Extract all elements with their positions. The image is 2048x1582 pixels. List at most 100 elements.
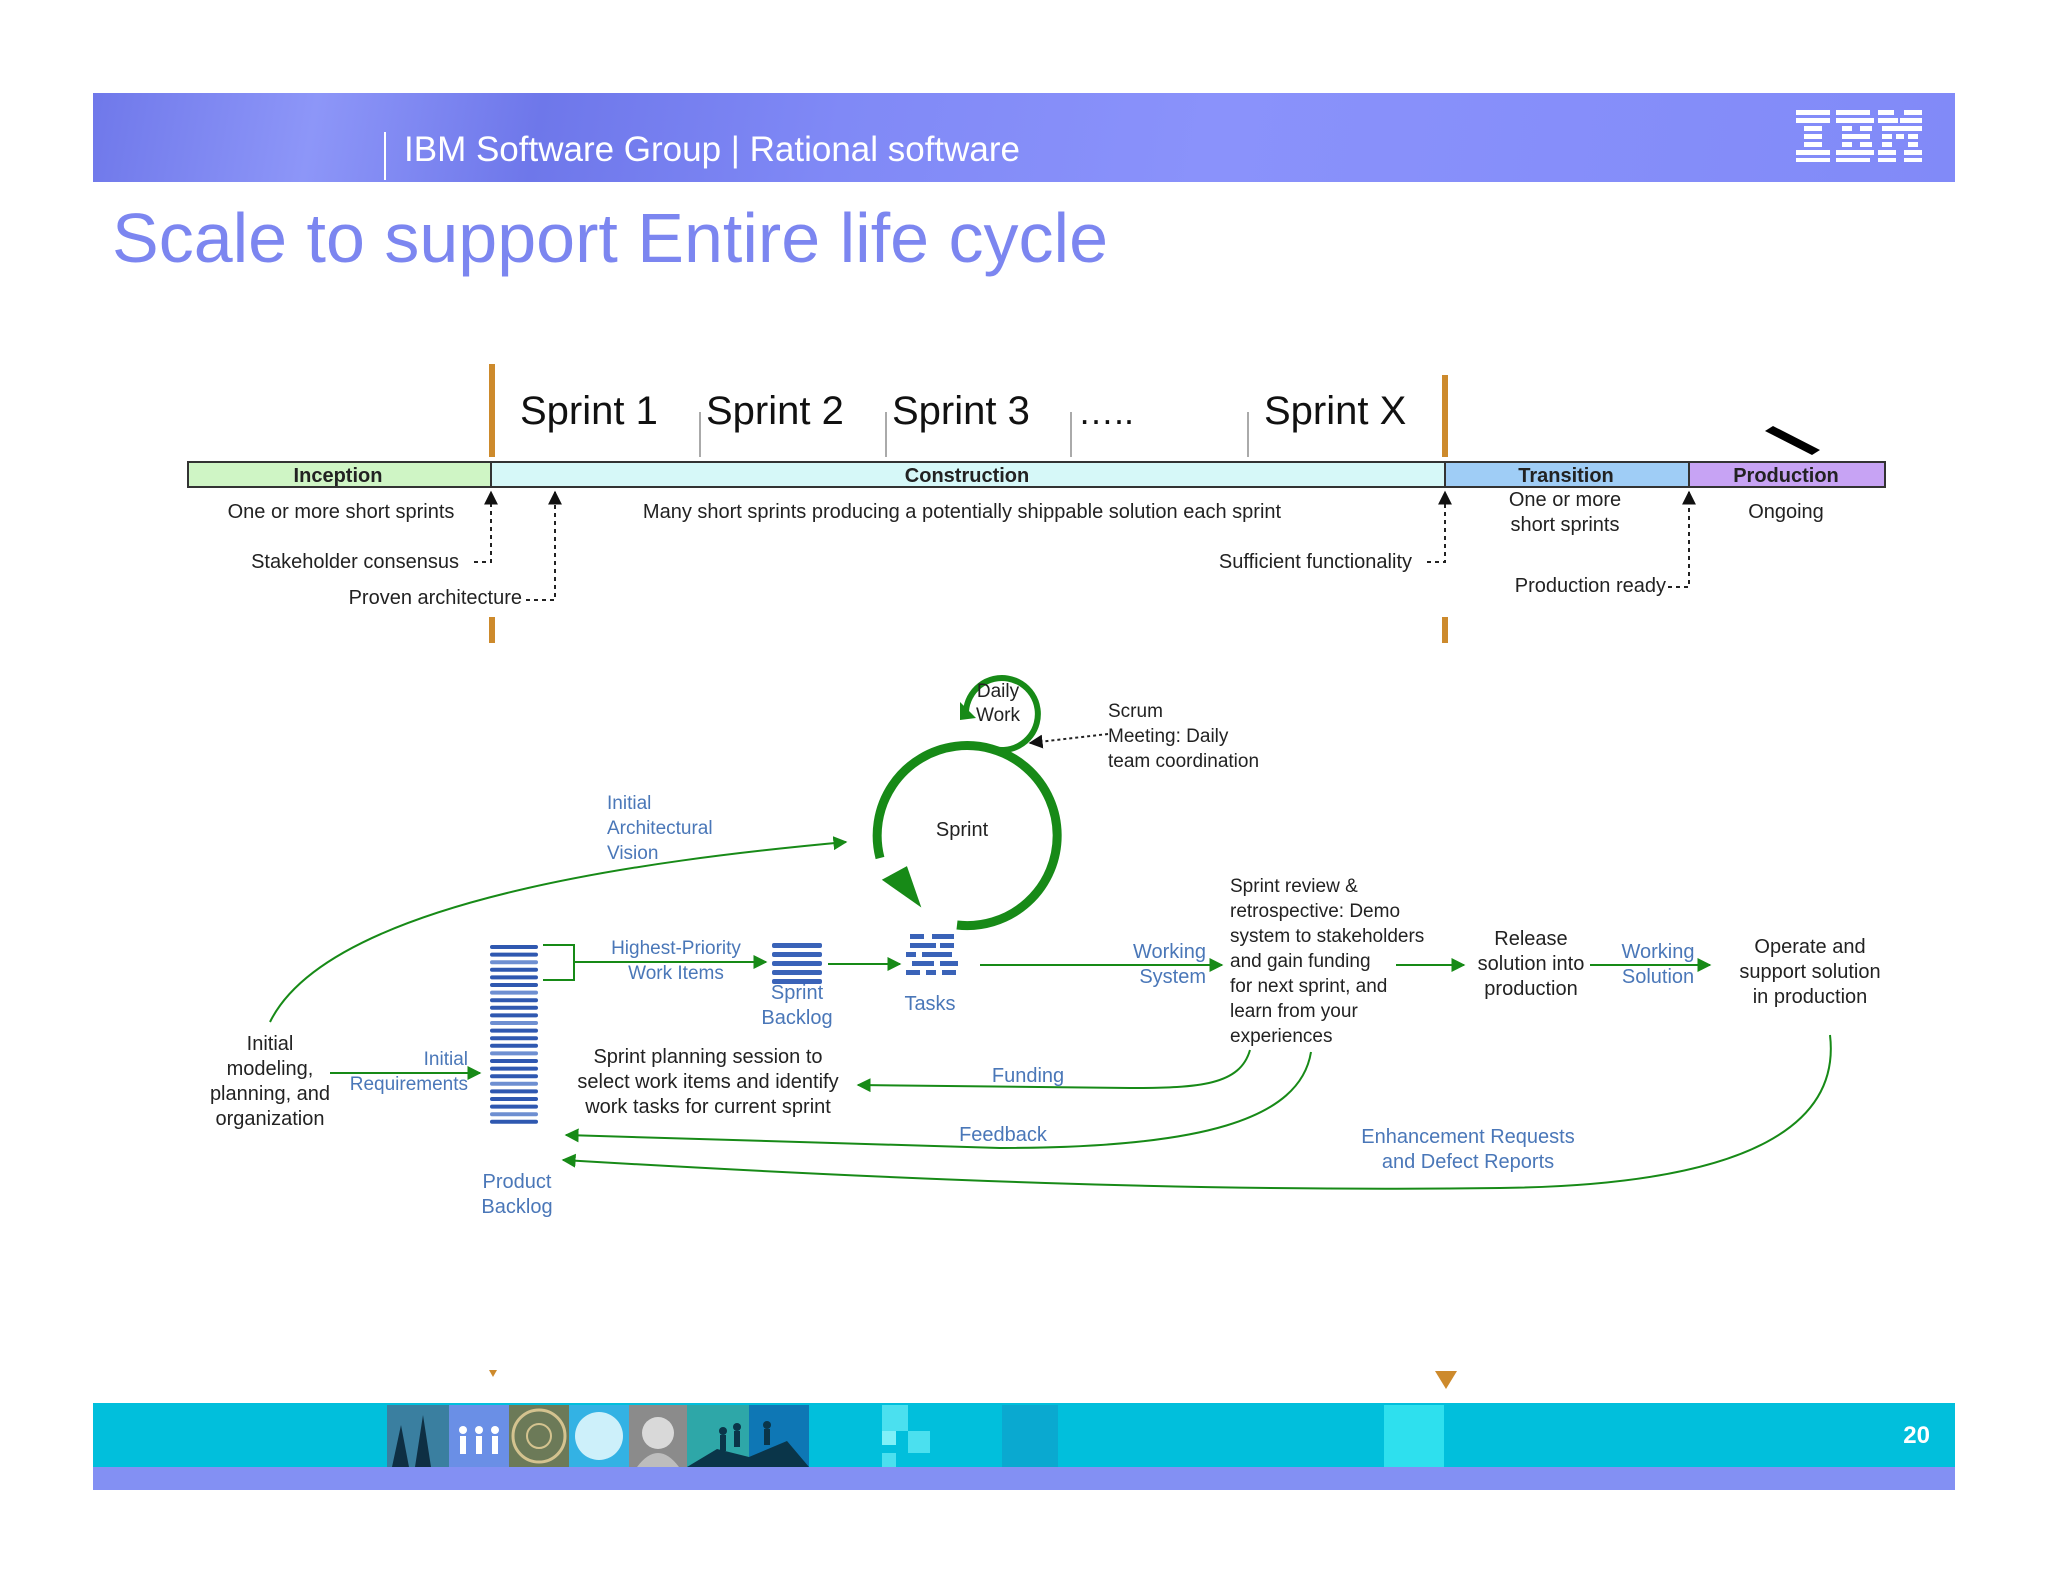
proven-architecture: Proven architecture bbox=[349, 587, 522, 609]
tasks-icon bbox=[906, 934, 958, 975]
sprint-3-label: Sprint 3 bbox=[892, 389, 1030, 433]
sprint-backlog-label-2: Backlog bbox=[761, 1007, 832, 1029]
operate-label-2: support solution bbox=[1739, 961, 1880, 983]
backlog-item bbox=[490, 1112, 538, 1117]
backlog-item bbox=[490, 960, 538, 965]
daily-work-label-2: Work bbox=[976, 705, 1020, 726]
working-solution-label-2: Solution bbox=[1622, 966, 1694, 988]
production-label: Production bbox=[1733, 465, 1839, 487]
header-divider bbox=[384, 132, 386, 180]
milestone-marker bbox=[489, 617, 495, 643]
construction-description: Many short sprints producing a potential… bbox=[643, 501, 1282, 523]
sprint-backlog-label-1: Sprint bbox=[771, 982, 824, 1004]
enhancement-label-2: and Defect Reports bbox=[1382, 1151, 1554, 1173]
product-backlog-icon bbox=[490, 945, 538, 1124]
release-label-2: solution into bbox=[1478, 953, 1585, 975]
feedback-label: Feedback bbox=[959, 1124, 1048, 1146]
backlog-item bbox=[490, 1043, 538, 1048]
funding-label: Funding bbox=[992, 1065, 1064, 1087]
production-description: Ongoing bbox=[1748, 501, 1824, 523]
initial-requirements-label-2: Requirements bbox=[350, 1074, 468, 1095]
daily-work-cycle bbox=[963, 675, 1041, 753]
inception-label: Inception bbox=[294, 465, 383, 487]
backlog-item bbox=[490, 945, 538, 949]
review-label-2: retrospective: Demo bbox=[1230, 901, 1400, 922]
sprint-ellipsis: ….. bbox=[1078, 391, 1134, 432]
inception-description: One or more short sprints bbox=[228, 501, 455, 523]
working-system-label-1: Working bbox=[1133, 941, 1206, 963]
construction-label: Construction bbox=[905, 465, 1029, 487]
release-label-3: production bbox=[1484, 978, 1577, 1000]
page-title: Scale to support Entire life cycle bbox=[112, 199, 1109, 277]
footer-strip bbox=[93, 1467, 1955, 1490]
working-system-label-2: System bbox=[1139, 966, 1206, 988]
transition-label: Transition bbox=[1518, 465, 1614, 487]
timeline-marker bbox=[489, 1370, 497, 1377]
scrum-label-3: team coordination bbox=[1108, 751, 1259, 772]
sprint-x-label: Sprint X bbox=[1264, 389, 1406, 433]
backlog-item bbox=[490, 975, 538, 980]
initial-modeling-label-1: Initial bbox=[247, 1033, 294, 1055]
backlog-item bbox=[490, 998, 538, 1003]
backlog-item bbox=[490, 983, 538, 987]
phase-production bbox=[1688, 461, 1886, 488]
planning-label-1: Sprint planning session to bbox=[593, 1046, 822, 1068]
sprint-2-label: Sprint 2 bbox=[706, 389, 844, 433]
sprint-1-label: Sprint 1 bbox=[520, 389, 658, 433]
operate-label-3: in production bbox=[1753, 986, 1868, 1008]
backlog-item bbox=[490, 967, 538, 972]
release-label-1: Release bbox=[1494, 928, 1567, 950]
backlog-item bbox=[490, 952, 538, 957]
backlog-item bbox=[490, 1119, 538, 1124]
review-label-3: system to stakeholders bbox=[1230, 926, 1424, 947]
highest-priority-label-2: Work Items bbox=[628, 963, 724, 984]
sprint-cycle bbox=[872, 741, 1062, 931]
backlog-item bbox=[490, 990, 538, 995]
phase-construction bbox=[490, 461, 1446, 488]
stakeholder-consensus: Stakeholder consensus bbox=[251, 551, 459, 573]
backlog-item bbox=[490, 1066, 538, 1071]
footer-image-strip bbox=[387, 1405, 1444, 1467]
scrum-label-1: Scrum bbox=[1108, 701, 1163, 722]
pen-marker-icon bbox=[1765, 426, 1820, 455]
operate-label-1: Operate and bbox=[1754, 936, 1865, 958]
backlog-item bbox=[490, 1036, 538, 1041]
review-label-5: for next sprint, and bbox=[1230, 976, 1387, 997]
planning-label-2: select work items and identify bbox=[577, 1071, 838, 1093]
milestone-marker bbox=[489, 364, 495, 457]
arch-vision-label-2: Architectural bbox=[607, 818, 713, 839]
working-solution-label-1: Working bbox=[1622, 941, 1695, 963]
review-label-4: and gain funding bbox=[1230, 951, 1371, 972]
header-bar bbox=[93, 93, 1955, 182]
sprint-cycle-arrowhead bbox=[881, 866, 922, 908]
transition-description-2: short sprints bbox=[1511, 514, 1620, 536]
review-label-1: Sprint review & bbox=[1230, 876, 1358, 897]
backlog-item bbox=[490, 1021, 538, 1025]
review-label-7: experiences bbox=[1230, 1026, 1332, 1047]
production-ready: Production ready bbox=[1515, 575, 1666, 597]
initial-modeling-label-3: planning, and bbox=[210, 1083, 330, 1105]
sprint-label: Sprint bbox=[936, 819, 989, 841]
planning-label-3: work tasks for current sprint bbox=[584, 1096, 831, 1118]
transition-description-1: One or more bbox=[1509, 489, 1621, 511]
backlog-item bbox=[490, 1028, 538, 1033]
initial-modeling-label-4: organization bbox=[216, 1108, 325, 1130]
phase-inception bbox=[187, 461, 492, 488]
footer-dial-image bbox=[509, 1405, 569, 1467]
daily-work-label-1: Daily bbox=[977, 681, 1020, 702]
sufficient-functionality: Sufficient functionality bbox=[1219, 551, 1412, 573]
arch-vision-label-1: Initial bbox=[607, 793, 651, 814]
page-number: 20 bbox=[1903, 1422, 1930, 1449]
review-label-6: learn from your bbox=[1230, 1001, 1358, 1022]
backlog-item bbox=[490, 1051, 538, 1056]
backlog-item bbox=[490, 1104, 538, 1109]
backlog-item bbox=[490, 1059, 538, 1063]
product-backlog-label-2: Backlog bbox=[481, 1196, 552, 1218]
enhancement-label-1: Enhancement Requests bbox=[1361, 1126, 1574, 1148]
initial-requirements-label-1: Initial bbox=[424, 1049, 468, 1070]
milestone-marker bbox=[1442, 617, 1448, 643]
sprint-backlog-icon bbox=[772, 943, 822, 984]
ibm-logo-icon bbox=[1796, 110, 1922, 162]
timeline-marker bbox=[1435, 1371, 1457, 1389]
